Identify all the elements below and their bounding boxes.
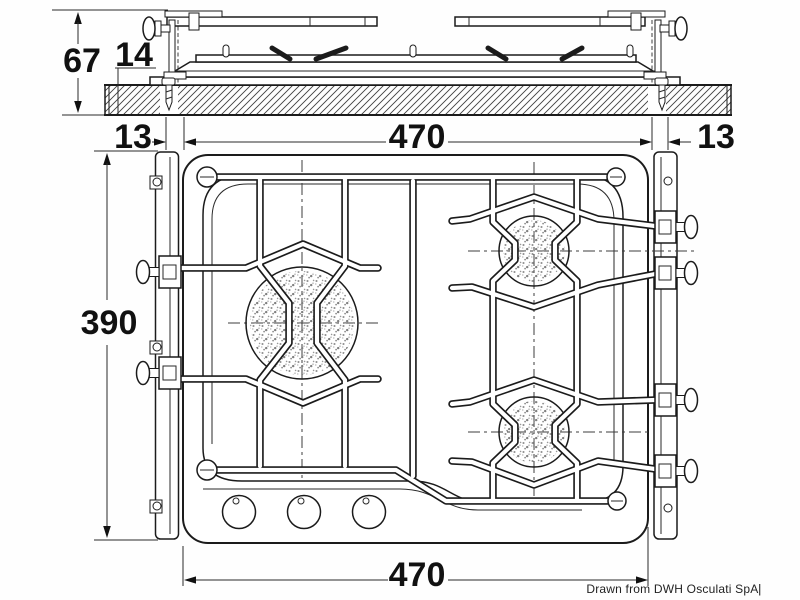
dim-cutout-width-bottom-label: 470	[389, 556, 446, 594]
pan-support-prongs-section	[269, 45, 585, 62]
dim-depth-label: 390	[81, 304, 138, 342]
credit-text: Drawn from DWH Osculati SpA	[586, 582, 759, 596]
latch-knobs-right	[654, 210, 699, 488]
countertop-section	[104, 84, 732, 116]
hob-body-section	[149, 44, 681, 86]
dimension-row-13-470-13: 13 470 13	[114, 117, 735, 156]
grate-screws	[196, 166, 627, 511]
burner-small-top-right	[498, 215, 570, 287]
credit-caption: Drawn from DWH Osculati SpA|	[586, 582, 762, 596]
hinge-knob-right	[659, 16, 688, 41]
plan-view	[135, 151, 699, 544]
dim-cutout-width-top-label: 470	[389, 118, 446, 156]
side-section-view	[104, 10, 732, 116]
dim-overhang-left-label: 13	[114, 118, 152, 156]
burner-small-bottom-right	[498, 396, 570, 468]
hinge-rail-left	[149, 151, 180, 540]
dim-overhang-right-label: 13	[697, 118, 735, 156]
dimension-14: 14	[115, 36, 156, 114]
lid-right-section	[454, 10, 666, 31]
latch-knobs-left	[135, 255, 182, 390]
control-knobs	[221, 494, 387, 530]
dimension-67: 67	[52, 9, 168, 116]
dimension-390: 390	[81, 150, 158, 541]
dimension-470-bottom: 470	[182, 527, 649, 594]
burner-large-left	[245, 266, 359, 380]
mounting-screw-left	[161, 77, 176, 112]
mounting-screw-right	[654, 77, 669, 112]
hinge-knob-left	[142, 16, 171, 41]
pan-support-grate	[170, 166, 655, 511]
text-cursor: |	[759, 582, 762, 596]
lid-left-section	[164, 10, 378, 31]
pan-support-stubs	[222, 44, 634, 58]
dim-overall-height-label: 67	[63, 42, 101, 80]
